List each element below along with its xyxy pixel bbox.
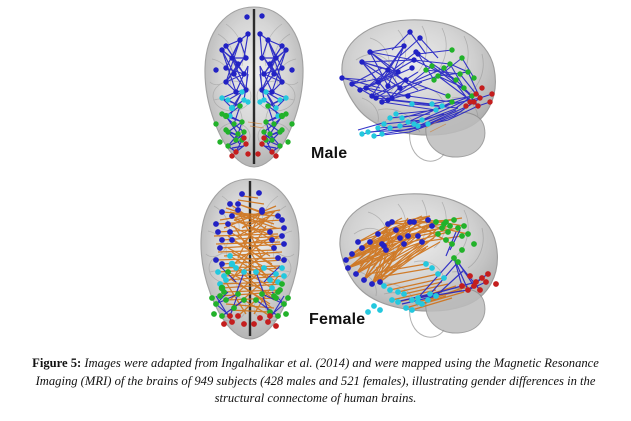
female-axial-nodes (209, 190, 291, 329)
female-sagittal-nodes (343, 217, 499, 315)
panel-label-female: Female (309, 311, 366, 328)
brain-panel-grid: Male Female (186, 4, 512, 344)
male-sagittal-nodes (339, 29, 495, 139)
male-axial-nodes (213, 13, 295, 159)
figure-caption-label: Figure 5: (32, 356, 82, 370)
brain-outline-sagittal-male (341, 19, 496, 162)
female-sagittal-svg (339, 193, 499, 338)
panel-label-male: Male (311, 145, 348, 162)
brain-panel-male-sagittal (322, 10, 510, 170)
brain-panel-female-axial (186, 176, 314, 342)
female-axial-svg (200, 178, 300, 340)
brain-panel-female-sagittal (318, 186, 512, 344)
figure-caption-text: Images were adapted from Ingalhalikar et… (35, 356, 599, 406)
female-axial-blue-edges (213, 265, 287, 323)
male-sagittal-svg (339, 19, 496, 162)
figure-caption: Figure 5: Images were adapted from Ingal… (12, 355, 619, 408)
male-axial-svg (204, 6, 304, 168)
brain-panel-male-axial (192, 4, 316, 170)
